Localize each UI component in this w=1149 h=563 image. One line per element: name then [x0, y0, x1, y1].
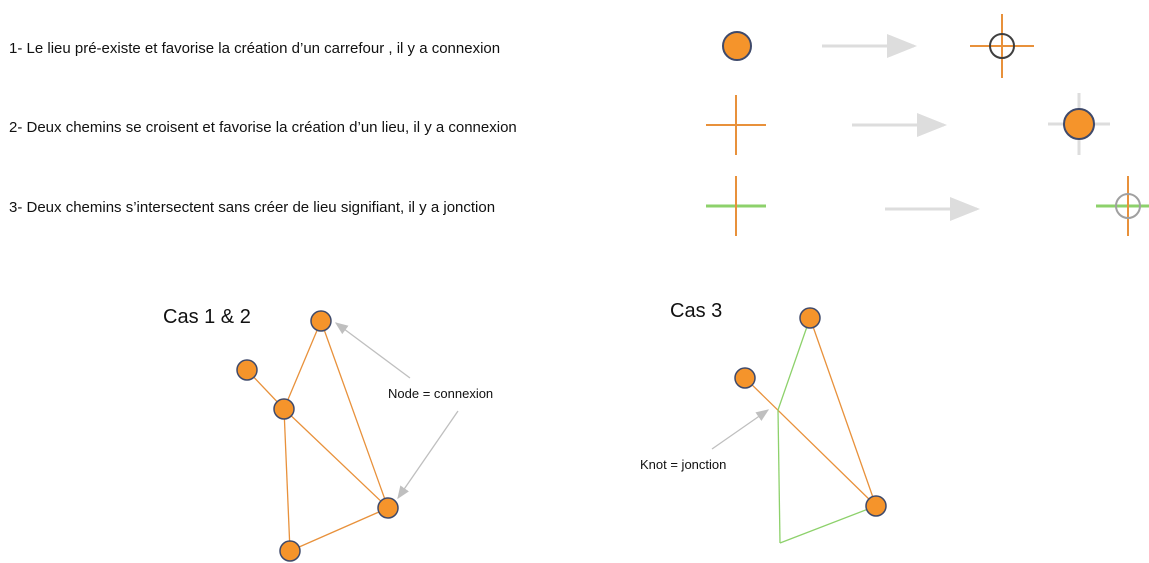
rule-2-text: 2- Deux chemins se croisent et favorise … — [9, 119, 517, 136]
row-1-symbols — [722, 14, 1034, 78]
pointer-arrow — [711, 409, 770, 450]
network-node — [377, 497, 399, 519]
crossroad-node-icon — [970, 14, 1034, 78]
edge — [283, 408, 291, 552]
edge — [283, 408, 389, 509]
knot-annotation: Knot = jonction — [640, 457, 727, 472]
crossing-paths-icon — [706, 95, 766, 155]
case12-title: Cas 1 & 2 — [163, 306, 251, 328]
network-node — [734, 367, 756, 389]
edge — [777, 409, 781, 544]
crossing-place-icon — [1048, 93, 1110, 155]
place-node-icon — [722, 31, 752, 61]
network-node — [236, 359, 258, 381]
network-node — [310, 310, 332, 332]
edge — [744, 377, 877, 507]
edge — [777, 317, 811, 411]
case3-title: Cas 3 — [670, 300, 723, 322]
edge — [809, 317, 877, 507]
row-3-symbols — [706, 176, 1149, 236]
edge — [289, 507, 389, 552]
row-2-symbols — [706, 93, 1110, 155]
junction-knot-icon — [1096, 176, 1149, 236]
network-node — [799, 307, 821, 329]
edge — [320, 320, 389, 509]
network-node — [865, 495, 887, 517]
pointer-arrow — [397, 410, 459, 500]
intersecting-paths-icon — [706, 176, 766, 236]
rule-3-text: 3- Deux chemins s’intersectent sans crée… — [9, 199, 496, 216]
edge — [779, 505, 877, 544]
pointer-arrow — [334, 322, 411, 379]
edge — [283, 320, 322, 410]
network-node — [279, 540, 301, 562]
node-annotation: Node = connexion — [388, 386, 494, 401]
rule-1-text: 1- Le lieu pré-existe et favorise la cré… — [9, 40, 501, 57]
case12-network — [236, 310, 459, 562]
network-node — [273, 398, 295, 420]
case3-network — [711, 307, 887, 544]
